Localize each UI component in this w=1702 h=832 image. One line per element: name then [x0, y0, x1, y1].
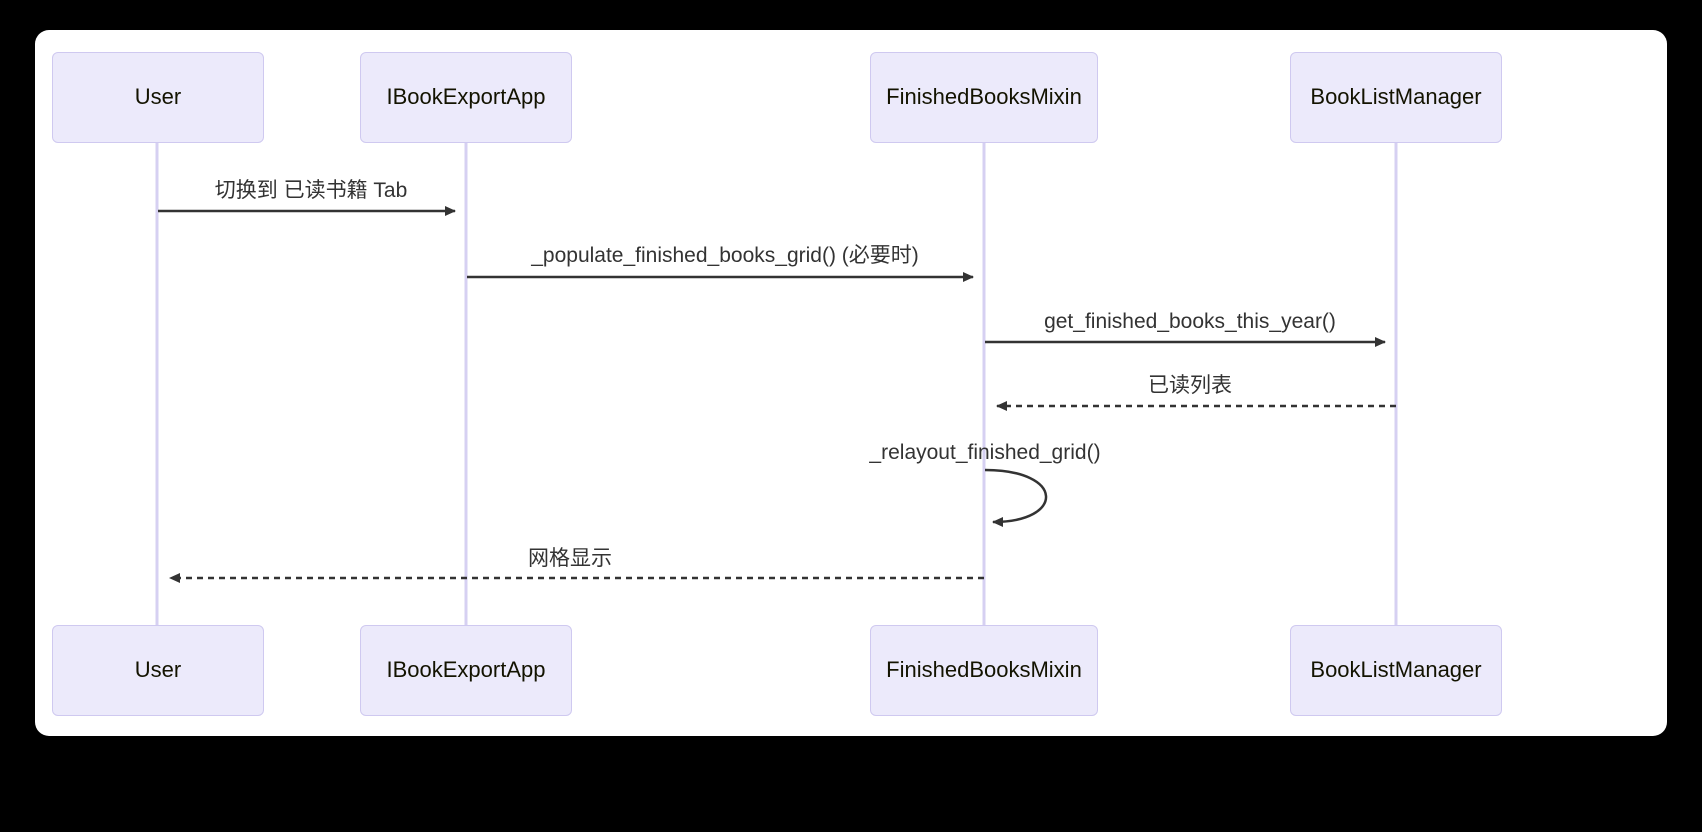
participant-label: IBookExportApp — [386, 84, 546, 110]
participant-bottom-finishedbooksmixin[interactable]: FinishedBooksMixin — [870, 625, 1098, 716]
participant-top-booklistmanager[interactable]: BookListManager — [1290, 52, 1502, 143]
participant-bottom-user[interactable]: User — [52, 625, 264, 716]
participant-label: BookListManager — [1310, 84, 1482, 110]
participant-label: FinishedBooksMixin — [886, 657, 1082, 683]
message-label-2: _populate_finished_books_grid() (必要时) — [531, 244, 919, 267]
lifelines — [155, 143, 1398, 625]
participant-top-user[interactable]: User — [52, 52, 264, 143]
participant-bottom-ibookexportapp[interactable]: IBookExportApp — [360, 625, 572, 716]
diagram-card: FinishedBooksMixin (dashed return) --> U… — [35, 30, 1667, 736]
message-label-3: get_finished_books_this_year() — [1044, 310, 1336, 333]
participant-top-finishedbooksmixin[interactable]: FinishedBooksMixin — [870, 52, 1098, 143]
participant-bottom-booklistmanager[interactable]: BookListManager — [1290, 625, 1502, 716]
participant-label: User — [134, 84, 182, 110]
participant-label: BookListManager — [1310, 657, 1482, 683]
participant-label: FinishedBooksMixin — [886, 84, 1082, 110]
message-label-6: 网格显示 — [528, 547, 612, 570]
participant-label: IBookExportApp — [386, 657, 546, 683]
participant-label: User — [134, 657, 182, 683]
participant-top-ibookexportapp[interactable]: IBookExportApp — [360, 52, 572, 143]
arrows-layer: FinishedBooksMixin (dashed return) --> U… — [155, 143, 1398, 625]
message-self-loop-5 — [984, 468, 1048, 527]
message-label-1: 切换到 已读书籍 Tab — [214, 179, 408, 202]
message-label-5: _relayout_finished_grid() — [869, 441, 1101, 464]
message-label-4: 已读列表 — [1148, 374, 1232, 397]
sequence-diagram: FinishedBooksMixin (dashed return) --> U… — [35, 30, 1667, 736]
